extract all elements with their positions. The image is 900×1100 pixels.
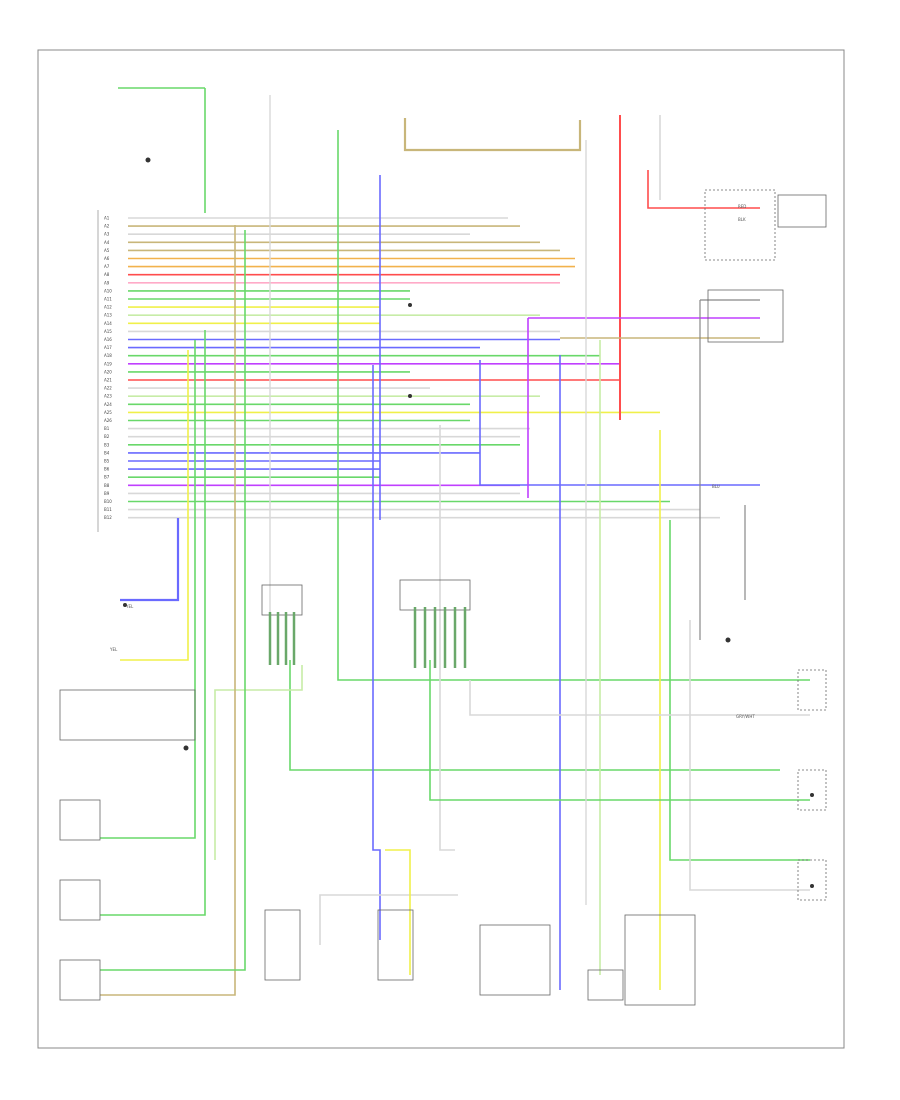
pin-label-a16: A16 — [104, 337, 112, 342]
wire-green-short — [100, 340, 196, 839]
switch-5 — [624, 914, 696, 1006]
switch-4 — [587, 969, 624, 1001]
pin-label-a10: A10 — [104, 288, 112, 293]
splice-1 — [408, 303, 412, 307]
pin-label-a5: A5 — [104, 248, 110, 253]
pin-label-b2: B2 — [104, 434, 110, 439]
connector-dot — [123, 603, 127, 607]
diagram-border — [37, 49, 845, 1049]
wire-yellow-switch — [385, 849, 411, 975]
module-left-mid — [59, 689, 196, 741]
wire-label-yel: YEL — [125, 604, 134, 609]
wire-blue-down — [372, 365, 381, 940]
pin-label-b11: B11 — [104, 507, 112, 512]
connector-top-right — [777, 194, 827, 228]
pin-label-a25: A25 — [104, 410, 112, 415]
wire-label-blk: BLK — [738, 217, 746, 222]
switch-3 — [479, 924, 551, 996]
relay-box-center — [399, 579, 471, 611]
ground-right-3 — [810, 884, 814, 888]
pin-label-a26: A26 — [104, 418, 112, 423]
pin-label-a22: A22 — [104, 386, 112, 391]
pin-label-a20: A20 — [104, 369, 112, 374]
pin-label-b12: B12 — [104, 515, 112, 520]
pin-label-a7: A7 — [104, 264, 110, 269]
pin-label-a4: A4 — [104, 240, 110, 245]
pin-label-a6: A6 — [104, 256, 110, 261]
ground-right — [725, 637, 731, 643]
pin-label-a11: A11 — [104, 297, 112, 302]
wire-gray-mid — [439, 425, 455, 851]
pin-label-a2: A2 — [104, 224, 110, 229]
connector-right-3 — [797, 859, 827, 901]
ground-right-2 — [810, 793, 814, 797]
pin-label-a1: A1 — [104, 216, 110, 221]
pin-label-b5: B5 — [104, 459, 110, 464]
wire-green-long — [100, 230, 246, 971]
pin-label-a24: A24 — [104, 402, 112, 407]
splice-2 — [408, 394, 412, 398]
pin-label-b7: B7 — [104, 475, 110, 480]
connector-right-harness — [707, 289, 784, 343]
wire-label-gry-wht: GRY/WHT — [736, 714, 755, 719]
pin-label-a13: A13 — [104, 313, 112, 318]
wire-blue-conn — [120, 518, 180, 602]
pin-label-a8: A8 — [104, 272, 110, 277]
wire-label-yel-2: YEL — [109, 647, 118, 652]
wire-gray-to-right — [469, 680, 810, 716]
wire-green-mid-right — [429, 660, 810, 801]
pin-label-a15: A15 — [104, 329, 112, 334]
sensor-left-2 — [59, 879, 101, 921]
pin-label-a23: A23 — [104, 394, 112, 399]
sensor-left-3 — [59, 959, 101, 1001]
pin-label-b4: B4 — [104, 450, 110, 455]
pin-label-b10: B10 — [104, 499, 112, 504]
pin-label-a9: A9 — [104, 280, 110, 285]
connector-right-2 — [797, 769, 827, 811]
wire-label-red: RED — [738, 204, 746, 209]
wire-green-down-2 — [289, 660, 780, 771]
pin-label-a19: A19 — [104, 361, 112, 366]
switch-1 — [264, 909, 301, 981]
control-unit-pin-labels: A1A2A3A4A5A6A7A8A9A10A11A12A13A14A15A16A… — [104, 216, 112, 521]
pin-label-b6: B6 — [104, 467, 110, 472]
pin-label-b3: B3 — [104, 442, 110, 447]
switch-2 — [377, 909, 414, 981]
control-module-top-right — [704, 189, 776, 261]
wire-tan-long — [100, 225, 236, 996]
wire-green-mid — [100, 330, 206, 916]
wire-green-down-1 — [337, 130, 810, 681]
pin-label-a12: A12 — [104, 305, 112, 310]
sensor-left-1 — [59, 799, 101, 841]
wire-green-right-low — [669, 520, 810, 861]
ground-left-mid — [183, 745, 189, 751]
connector-right-1 — [797, 669, 827, 711]
pin-label-a18: A18 — [104, 353, 112, 358]
relay-box-left — [261, 584, 303, 616]
wire-yellow-lower — [120, 350, 189, 661]
pin-label-a21: A21 — [104, 378, 112, 383]
wire-blue-to-right — [479, 360, 760, 486]
ground-top-left — [145, 157, 151, 163]
pin-label-b9: B9 — [104, 491, 110, 496]
pin-label-a3: A3 — [104, 232, 110, 237]
wire-label-blu: BLU — [712, 484, 720, 489]
wire-tan-top — [403, 118, 582, 152]
wire-traces — [100, 87, 810, 996]
pin-label-b1: B1 — [104, 426, 110, 431]
wire-gray-switch — [319, 894, 458, 945]
wire-gray-right-low — [689, 620, 810, 891]
pin-label-a14: A14 — [104, 321, 112, 326]
wire-red-right — [647, 170, 760, 209]
wire-ltgreen-loop — [214, 665, 303, 860]
pin-label-a17: A17 — [104, 345, 112, 350]
component-symbols — [59, 157, 827, 1006]
pin-label-b8: B8 — [104, 483, 110, 488]
